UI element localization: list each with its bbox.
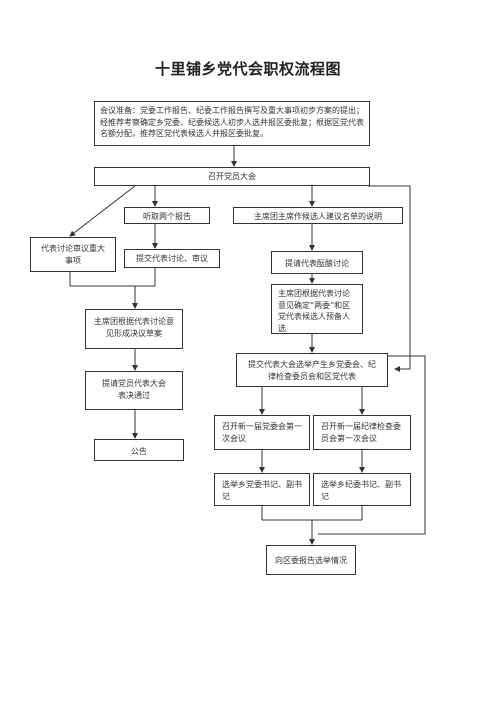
discipline-first-meeting-text: 召开新一届纪律检查委员会第一次会议 bbox=[321, 422, 401, 443]
general-meeting-box: 召开党员大会 bbox=[94, 167, 370, 186]
presidium-confirm-box: 主席团根据代表讨论意见确定“两委”和区党代表候选人预备人选 bbox=[271, 284, 363, 334]
connector-meeting-to-election-side bbox=[368, 185, 411, 372]
listen-reports-text: 听取两个报告 bbox=[143, 212, 191, 221]
submit-review-box: 提交代表讨论、审议 bbox=[124, 249, 220, 268]
elect-discipline-sec-box: 选举乡纪委书记、副书记 bbox=[313, 473, 411, 506]
prep-text: 会议准备：党委工作报告、纪委工作报告撰写及重大事项初步方案的提出；经推荐考察确定… bbox=[100, 106, 364, 138]
deliberate-box: 提请代表酝酿讨论 bbox=[271, 251, 363, 274]
elect-party-sec-box: 选举乡党委书记、副书记 bbox=[214, 473, 310, 506]
presidium-draft-box: 主席团根据代表讨论意见形成决议草案 bbox=[85, 309, 183, 349]
listen-reports-box: 听取两个报告 bbox=[124, 207, 210, 224]
arrow-meeting-to-rep-discuss bbox=[69, 185, 136, 237]
prep-box: 会议准备：党委工作报告、纪委工作报告撰写及重大事项初步方案的提出；经推荐考察确定… bbox=[94, 101, 370, 146]
party-first-meeting-box: 召开新一届党委会第一次会议 bbox=[214, 415, 310, 450]
discipline-first-meeting-box: 召开新一届纪律检查委员会第一次会议 bbox=[313, 415, 411, 450]
page-title: 十里铺乡党代会职权流程图 bbox=[154, 60, 341, 78]
party-first-meeting-text: 召开新一届党委会第一次会议 bbox=[222, 422, 302, 443]
pass-resolution-box: 提请党员代表大会表决通过 bbox=[85, 371, 183, 410]
submit-review-text: 提交代表讨论、审议 bbox=[136, 254, 208, 263]
report-district-text: 向区委报告选举情况 bbox=[275, 556, 347, 565]
elect-discipline-sec-text: 选举乡纪委书记、副书记 bbox=[321, 480, 401, 501]
connector-election-to-report-side bbox=[318, 355, 426, 535]
submit-election-box: 提交代表大会选举产生乡党委会、纪律检查委员会和区党代表 bbox=[236, 353, 388, 387]
presidium-confirm-text: 主席团根据代表讨论意见确定“两委”和区党代表候选人预备人选 bbox=[278, 289, 351, 333]
presidium-explain-text: 主席团主席作候选人建议名单的说明 bbox=[254, 212, 382, 221]
announce-box: 公告 bbox=[94, 439, 184, 461]
general-meeting-text: 召开党员大会 bbox=[208, 172, 256, 181]
report-district-box: 向区委报告选举情况 bbox=[266, 545, 356, 575]
announce-text: 公告 bbox=[131, 447, 147, 456]
rep-discuss-box: 代表讨论审议重大事项 bbox=[30, 237, 116, 272]
deliberate-text: 提请代表酝酿讨论 bbox=[285, 259, 349, 268]
elect-party-sec-text: 选举乡党委书记、副书记 bbox=[222, 480, 302, 501]
rep-discuss-text: 代表讨论审议重大事项 bbox=[41, 244, 105, 265]
presidium-draft-text: 主席团根据代表讨论意见形成决议草案 bbox=[94, 317, 174, 338]
submit-election-text: 提交代表大会选举产生乡党委会、纪律检查委员会和区党代表 bbox=[248, 360, 376, 381]
pass-resolution-text: 提请党员代表大会表决通过 bbox=[102, 379, 166, 400]
presidium-explain-box: 主席团主席作候选人建议名单的说明 bbox=[233, 207, 403, 224]
